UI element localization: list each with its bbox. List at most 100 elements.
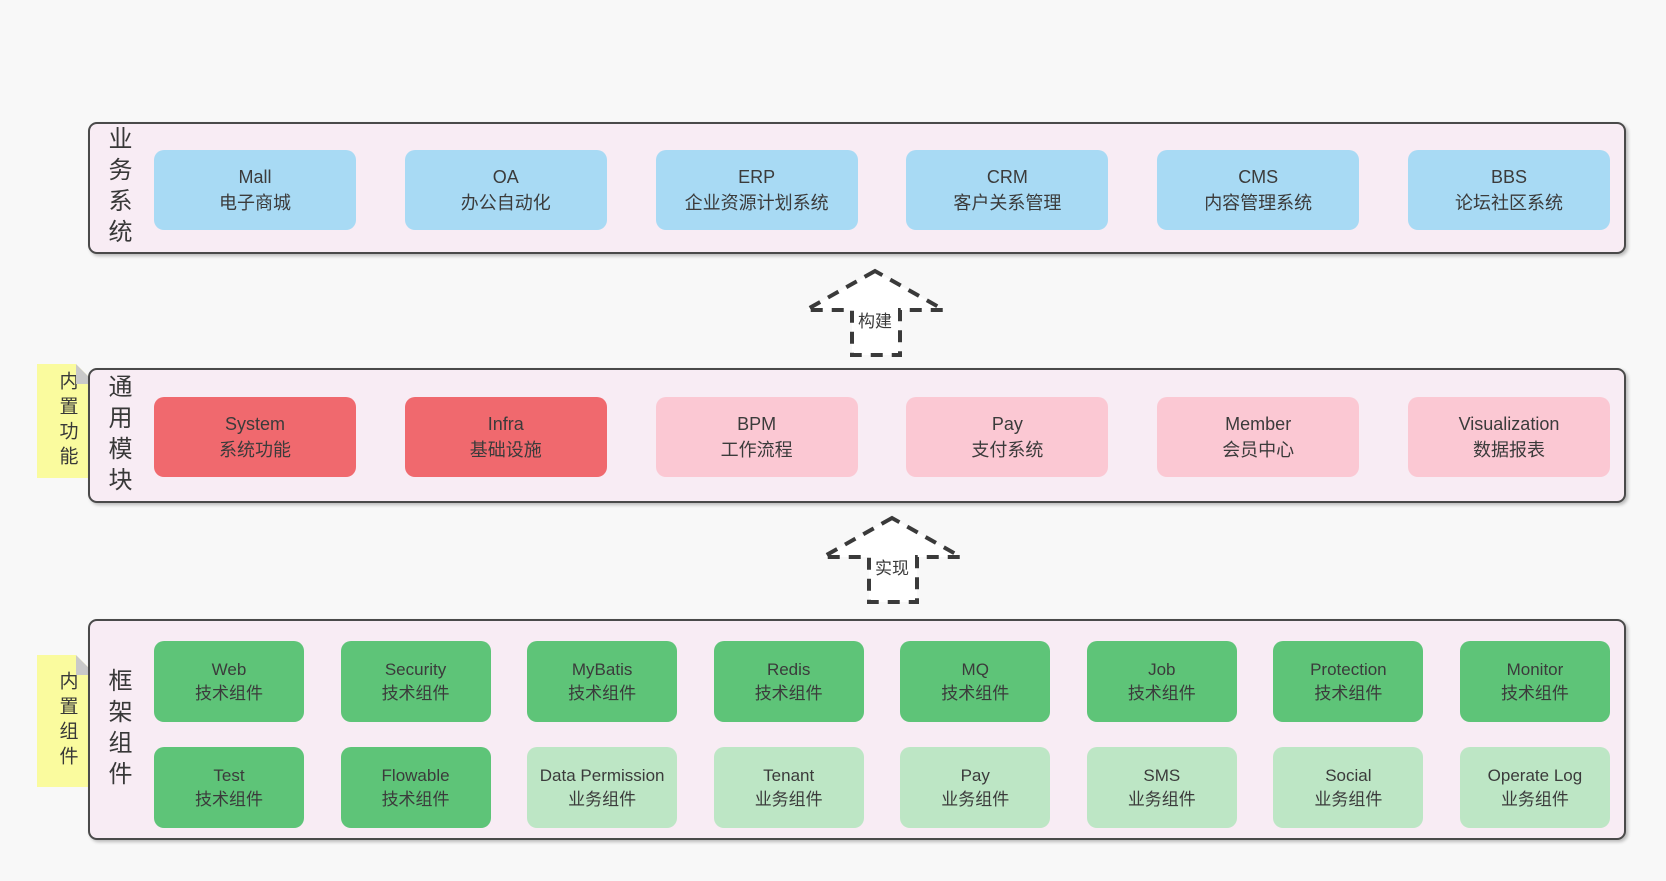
box-title: Social (1325, 765, 1372, 785)
box-tenant: Tenant 业务组件 (713, 747, 864, 828)
box-subtitle: 技术组件 (568, 683, 637, 703)
section-label: 通用模块 (104, 373, 131, 498)
section-label: 框架组件 (104, 667, 131, 792)
box-mall: Mall 电子商城 (154, 150, 356, 230)
box-subtitle: 技术组件 (754, 683, 823, 703)
box-title: CMS (1238, 167, 1279, 187)
box-security: Security 技术组件 (340, 641, 491, 722)
box-title: Operate Log (1487, 765, 1583, 785)
box-mybatis: MyBatis 技术组件 (527, 641, 678, 722)
box-protection: Protection 技术组件 (1273, 641, 1424, 722)
box-mq: MQ 技术组件 (900, 641, 1051, 722)
box-flowable: Flowable 技术组件 (340, 747, 491, 828)
box-cms: CMS 内容管理系统 (1157, 150, 1360, 230)
sticky-label: 内置功能 (56, 371, 78, 471)
box-subtitle: 技术组件 (195, 789, 263, 809)
box-subtitle: 工作流程 (720, 440, 793, 460)
box-subtitle: 电子商城 (219, 193, 291, 213)
section-label: 业务系统 (104, 126, 131, 250)
box-title: SMS (1143, 765, 1181, 785)
section-framework-components: 框架组件 Web 技术组件 Security 技术组件 MyBatis 技术组件… (88, 619, 1626, 840)
box-subtitle: 业务组件 (1314, 789, 1383, 809)
box-bbs: BBS 论坛社区系统 (1407, 150, 1610, 230)
box-test: Test 技术组件 (154, 747, 304, 828)
box-title: Redis (766, 659, 811, 679)
box-subtitle: 基础设施 (469, 440, 542, 460)
box-crm: CRM 客户关系管理 (906, 150, 1109, 230)
box-subtitle: 技术组件 (381, 683, 450, 703)
box-title: Flowable (381, 765, 450, 785)
box-subtitle: 业务组件 (754, 789, 823, 809)
box-title: Visualization (1458, 414, 1560, 434)
box-title: Protection (1310, 659, 1387, 679)
box-subtitle: 论坛社区系统 (1454, 193, 1563, 213)
section-common-modules: 通用模块 System 系统功能 Infra 基础设施 BPM 工作流程 Pay… (88, 368, 1626, 503)
sticky-note-builtin-components: 内置组件 (37, 655, 96, 787)
box-pay-biz: Pay 业务组件 (900, 747, 1051, 828)
box-data-permission: Data Permission 业务组件 (527, 747, 678, 828)
box-monitor: Monitor 技术组件 (1459, 641, 1610, 722)
box-title: OA (492, 167, 519, 187)
box-title: CRM (986, 167, 1028, 187)
section-business-systems: 业务系统 Mall 电子商城 OA 办公自动化 ERP 企业资源计划系统 CRM… (88, 122, 1626, 254)
box-subtitle: 会员中心 (1222, 440, 1295, 460)
arrow-label: 构建 (855, 311, 895, 332)
box-row: Test 技术组件 Flowable 技术组件 Data Permission … (154, 747, 1610, 828)
box-title: ERP (738, 167, 776, 187)
box-subtitle: 业务组件 (941, 789, 1010, 809)
box-title: Mall (238, 167, 272, 187)
box-subtitle: 内容管理系统 (1204, 193, 1313, 213)
box-subtitle: 业务组件 (1127, 789, 1196, 809)
box-subtitle: 支付系统 (971, 440, 1044, 460)
box-title: Monitor (1506, 659, 1564, 679)
sticky-label: 内置组件 (56, 671, 78, 771)
arrow-implement: 实现 (819, 514, 965, 606)
box-row: Web 技术组件 Security 技术组件 MyBatis 技术组件 Redi… (154, 641, 1610, 722)
box-subtitle: 技术组件 (381, 789, 450, 809)
box-subtitle: 客户关系管理 (953, 193, 1062, 213)
box-operate-log: Operate Log 业务组件 (1459, 747, 1610, 828)
box-subtitle: 办公自动化 (460, 193, 551, 213)
arrow-label: 实现 (872, 558, 912, 579)
box-infra: Infra 基础设施 (404, 397, 607, 477)
box-subtitle: 业务组件 (1500, 789, 1569, 809)
box-title: Infra (487, 414, 524, 434)
box-subtitle: 技术组件 (195, 683, 263, 703)
box-subtitle: 业务组件 (568, 789, 637, 809)
box-visualization: Visualization 数据报表 (1407, 397, 1610, 477)
box-subtitle: 技术组件 (1314, 683, 1383, 703)
box-system: System 系统功能 (154, 397, 356, 477)
box-pay: Pay 支付系统 (906, 397, 1109, 477)
box-title: Test (213, 765, 245, 785)
box-job: Job 技术组件 (1086, 641, 1237, 722)
box-subtitle: 企业资源计划系统 (684, 193, 829, 213)
box-subtitle: 技术组件 (1127, 683, 1196, 703)
box-subtitle: 系统功能 (219, 440, 291, 460)
box-title: Pay (960, 765, 990, 785)
box-title: Job (1148, 659, 1176, 679)
box-subtitle: 技术组件 (941, 683, 1010, 703)
box-web: Web 技术组件 (154, 641, 304, 722)
box-social: Social 业务组件 (1273, 747, 1424, 828)
arrow-build: 构建 (802, 267, 948, 359)
box-title: BBS (1490, 167, 1527, 187)
box-title: MyBatis (571, 659, 633, 679)
box-title: Tenant (763, 765, 815, 785)
box-erp: ERP 企业资源计划系统 (655, 150, 858, 230)
box-row: Mall 电子商城 OA 办公自动化 ERP 企业资源计划系统 CRM 客户关系… (154, 150, 1610, 230)
box-title: Security (384, 659, 447, 679)
box-title: BPM (737, 414, 777, 434)
box-redis: Redis 技术组件 (713, 641, 864, 722)
box-title: Pay (991, 414, 1023, 434)
box-title: Data Permission (539, 765, 665, 785)
box-row: System 系统功能 Infra 基础设施 BPM 工作流程 Pay 支付系统… (154, 397, 1610, 477)
box-subtitle: 数据报表 (1472, 440, 1545, 460)
box-bpm: BPM 工作流程 (655, 397, 858, 477)
box-title: MQ (961, 659, 989, 679)
sticky-note-builtin-features: 内置功能 (37, 364, 96, 478)
box-oa: OA 办公自动化 (404, 150, 607, 230)
box-title: Web (211, 659, 247, 679)
box-sms: SMS 业务组件 (1086, 747, 1237, 828)
box-title: System (224, 414, 285, 434)
